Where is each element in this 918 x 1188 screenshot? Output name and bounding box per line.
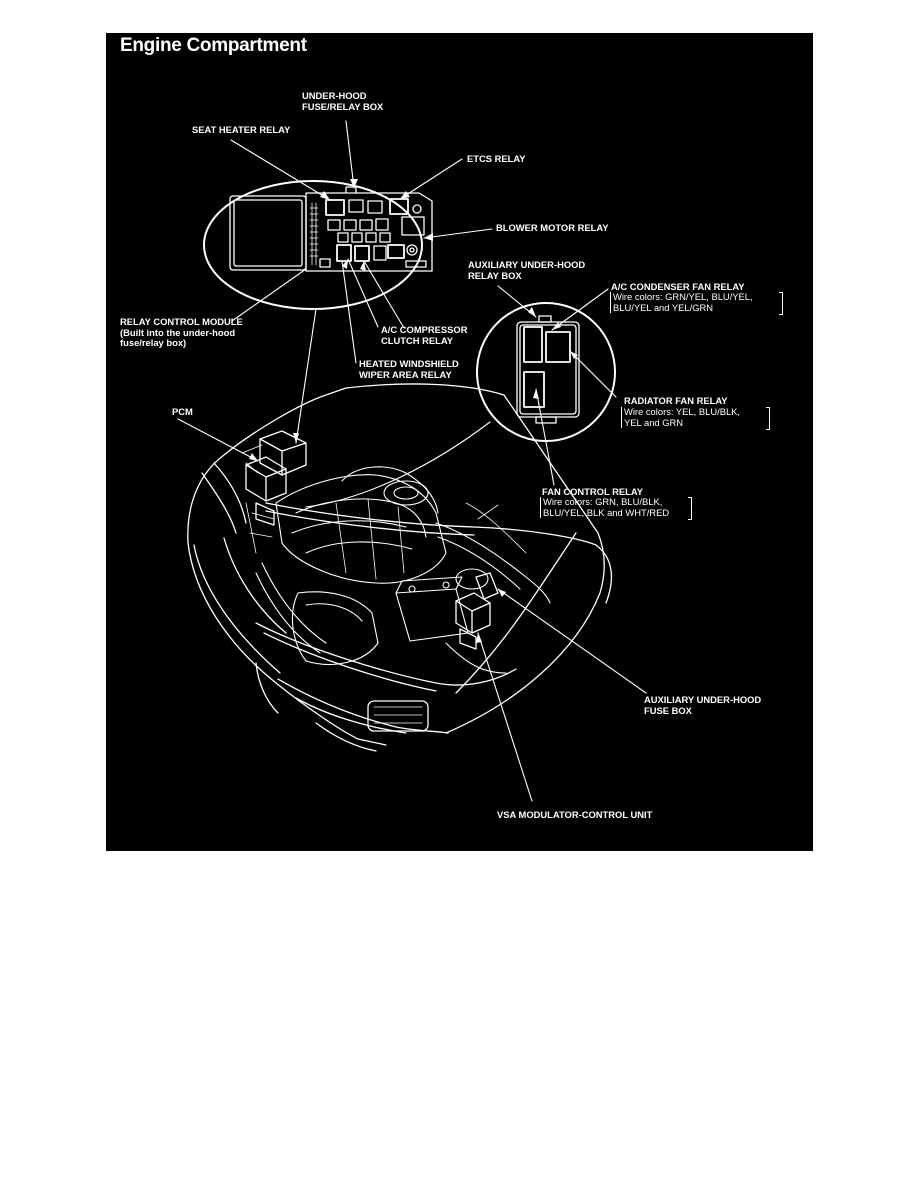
diagram-title: Engine Compartment (120, 35, 307, 56)
label-relay-control-module: RELAY CONTROL MODULE(Built into the unde… (120, 316, 243, 348)
label-seat-heater-relay: SEAT HEATER RELAY (192, 124, 291, 135)
vsa-unit (455, 572, 499, 650)
bracket-radiator-fan (766, 407, 770, 430)
label-fan-control-relay: FAN CONTROL RELAY (542, 486, 644, 497)
engine-compartment-drawing (177, 120, 647, 802)
label-radiator-fan-relay: RADIATOR FAN RELAY (624, 395, 728, 406)
wire-colors-fan-control: Wire colors: GRN, BLU/BLK,BLU/YEL, BLK a… (540, 496, 669, 518)
label-etcs-relay: ETCS RELAY (467, 153, 526, 164)
bracket-fan-control (688, 497, 692, 520)
label-pcm: PCM (172, 406, 193, 417)
leader-lines (177, 120, 647, 802)
bracket-ac-condenser (779, 292, 783, 315)
label-ac-condenser-fan-relay: A/C CONDENSER FAN RELAY (611, 281, 745, 292)
car-body (187, 383, 613, 752)
label-vsa-unit: VSA MODULATOR-CONTROL UNIT (497, 809, 653, 820)
engine (245, 466, 551, 674)
underhood-box-in-car (241, 430, 307, 526)
fuse-box-inset (203, 180, 433, 310)
arrowheads (249, 179, 578, 643)
wire-colors-radiator-fan: Wire colors: YEL, BLU/BLK,YEL and GRN (621, 406, 740, 428)
aux-relay-box-inset (476, 302, 616, 442)
label-blower-motor-relay: BLOWER MOTOR RELAY (496, 222, 609, 233)
wire-colors-ac-condenser: Wire colors: GRN/YEL, BLU/YEL,BLU/YEL an… (610, 291, 753, 313)
diagram-panel: Engine Compartment (106, 33, 813, 851)
